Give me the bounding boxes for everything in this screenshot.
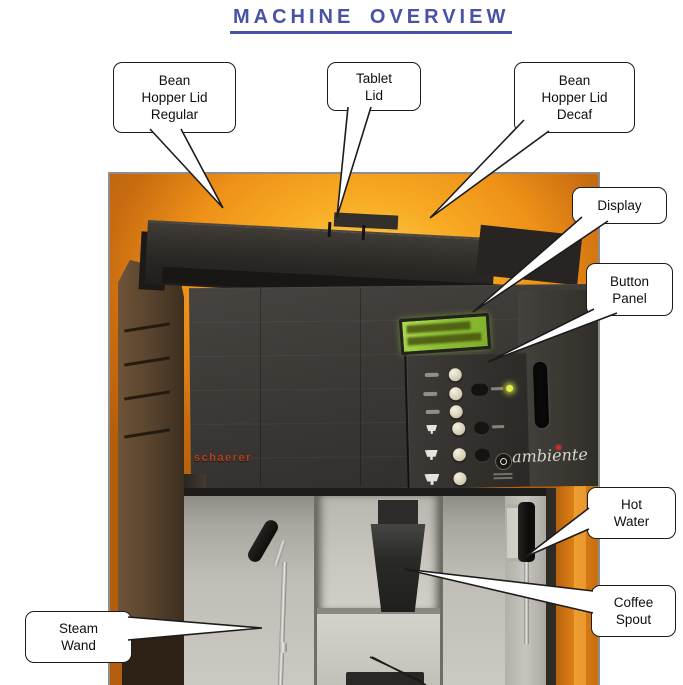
machine-photo: schaerer ambiente (108, 172, 600, 685)
page-title: MACHINE OVERVIEW (230, 6, 513, 34)
button-panel-plate (404, 352, 530, 490)
panel-button (448, 368, 462, 382)
callout-bean-hopper-lid-decaf: Bean Hopper Lid Decaf (514, 62, 635, 133)
power-led (506, 384, 514, 392)
brand-ambiente: ambiente (511, 444, 589, 467)
button-label (424, 372, 439, 378)
callout-tablet-lid: Tablet Lid (327, 62, 421, 111)
cup-icon (425, 450, 438, 460)
brand-schaerer: schaerer (194, 452, 252, 464)
panel-button (452, 422, 466, 436)
machine-right-edge (546, 488, 556, 685)
black-button (474, 421, 490, 435)
drip-tray (346, 672, 424, 685)
panel-button (449, 405, 463, 419)
panel-seam (260, 288, 261, 486)
button-label (493, 472, 513, 476)
callout-bean-hopper-lid-regular: Bean Hopper Lid Regular (113, 62, 236, 133)
lcd-text-row (406, 321, 471, 334)
panel-seam (440, 496, 443, 685)
button-label (425, 409, 440, 415)
niche-shelf (317, 608, 440, 614)
callout-display: Display (572, 187, 667, 224)
panel-seam (360, 288, 361, 486)
button-label (492, 425, 505, 429)
button-label (491, 387, 504, 391)
steam-symbol-icon (494, 452, 513, 471)
cup-icon (426, 425, 437, 434)
hot-water-rod (524, 562, 529, 644)
cup-icon (424, 474, 439, 485)
coffee-spout-mount (378, 500, 418, 526)
brand-accent-dot (556, 445, 561, 450)
black-button (474, 448, 491, 462)
callout-steam-wand: Steam Wand (25, 611, 132, 663)
panel-seam (314, 496, 317, 685)
orange-highlight (574, 464, 586, 685)
callout-button-panel: Button Panel (586, 263, 673, 316)
oval-button (471, 383, 489, 396)
panel-button (449, 387, 463, 401)
hot-water-handle (518, 502, 535, 562)
machine-left-side (118, 260, 184, 634)
panel-button (452, 448, 467, 462)
dispense-area-shadow (184, 488, 546, 496)
steam-wand-joint (279, 642, 287, 653)
callout-hot-water: Hot Water (587, 487, 676, 539)
panel-button (453, 472, 467, 486)
lcd-text-row (407, 332, 482, 346)
button-label (423, 391, 438, 397)
lcd-display (398, 312, 492, 356)
callout-coffee-spout: Coffee Spout (591, 585, 676, 637)
card-slot (532, 361, 550, 429)
decaf-hopper-lid (475, 224, 583, 286)
